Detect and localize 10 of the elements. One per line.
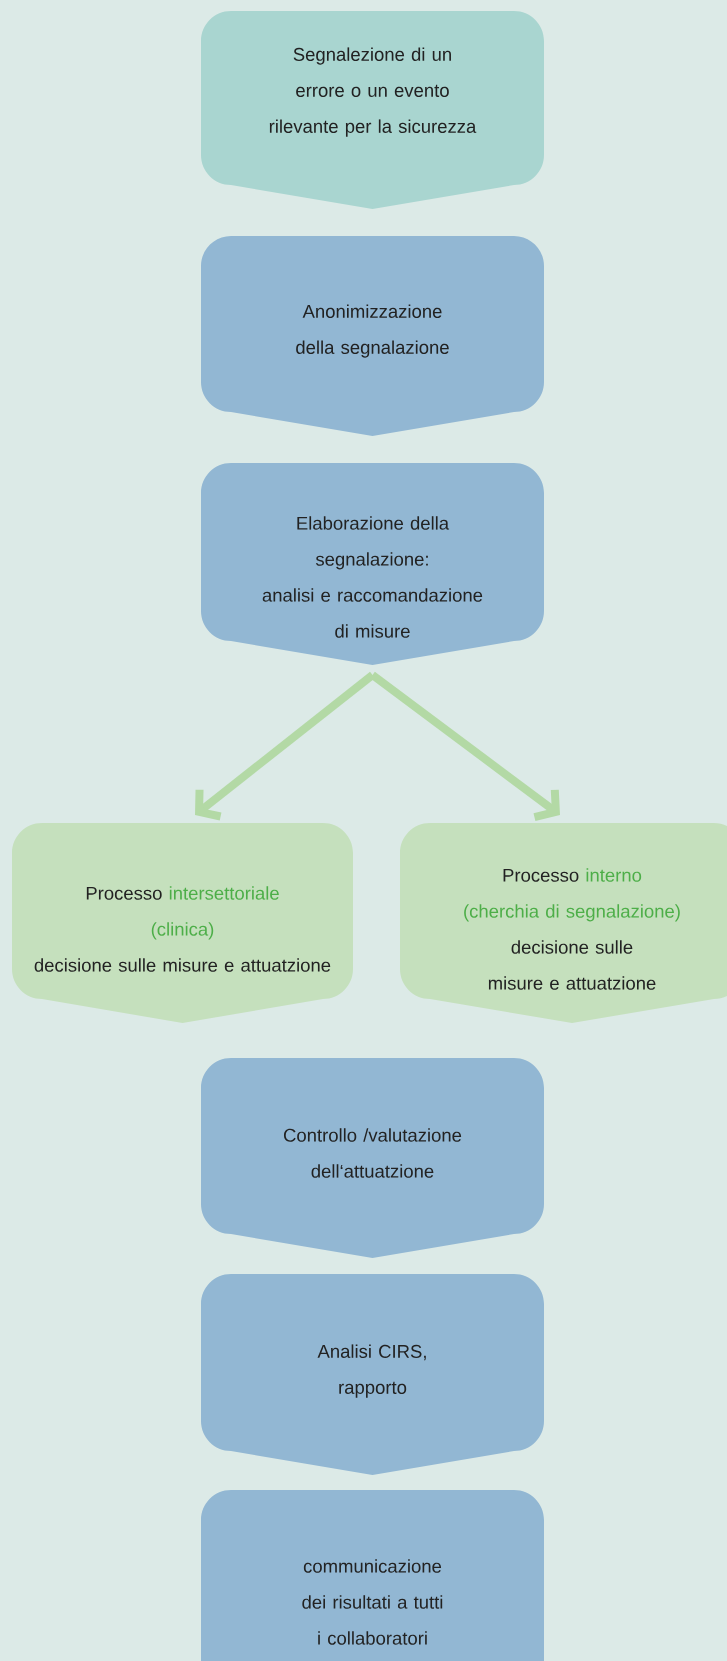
arrow	[370, 671, 560, 822]
process-step-box: Processo intersettoriale (clinica) decisione sulle misure e attuatzione	[12, 823, 353, 1023]
process-step-box: Elaborazione della segnalazione: analisi e raccomandazione di misure	[201, 463, 544, 665]
process-step-box: Analisi CIRS, rapporto	[201, 1274, 544, 1475]
arrow	[195, 671, 375, 821]
process-step-box: Segnalezione di un errore o un evento rilevante per la sicurezza	[201, 11, 544, 209]
process-step-box: communicazione dei risultati a tutti i collaboratori	[201, 1490, 544, 1661]
process-step-box: Anonimizzazione della segnalazione	[201, 236, 544, 436]
process-step-box: Processo interno (cherchia di segnalazione) decisione sulle misure e attuatzione	[400, 823, 727, 1023]
process-step-box: Controllo /valutazione dell‘attuatzione	[201, 1058, 544, 1258]
